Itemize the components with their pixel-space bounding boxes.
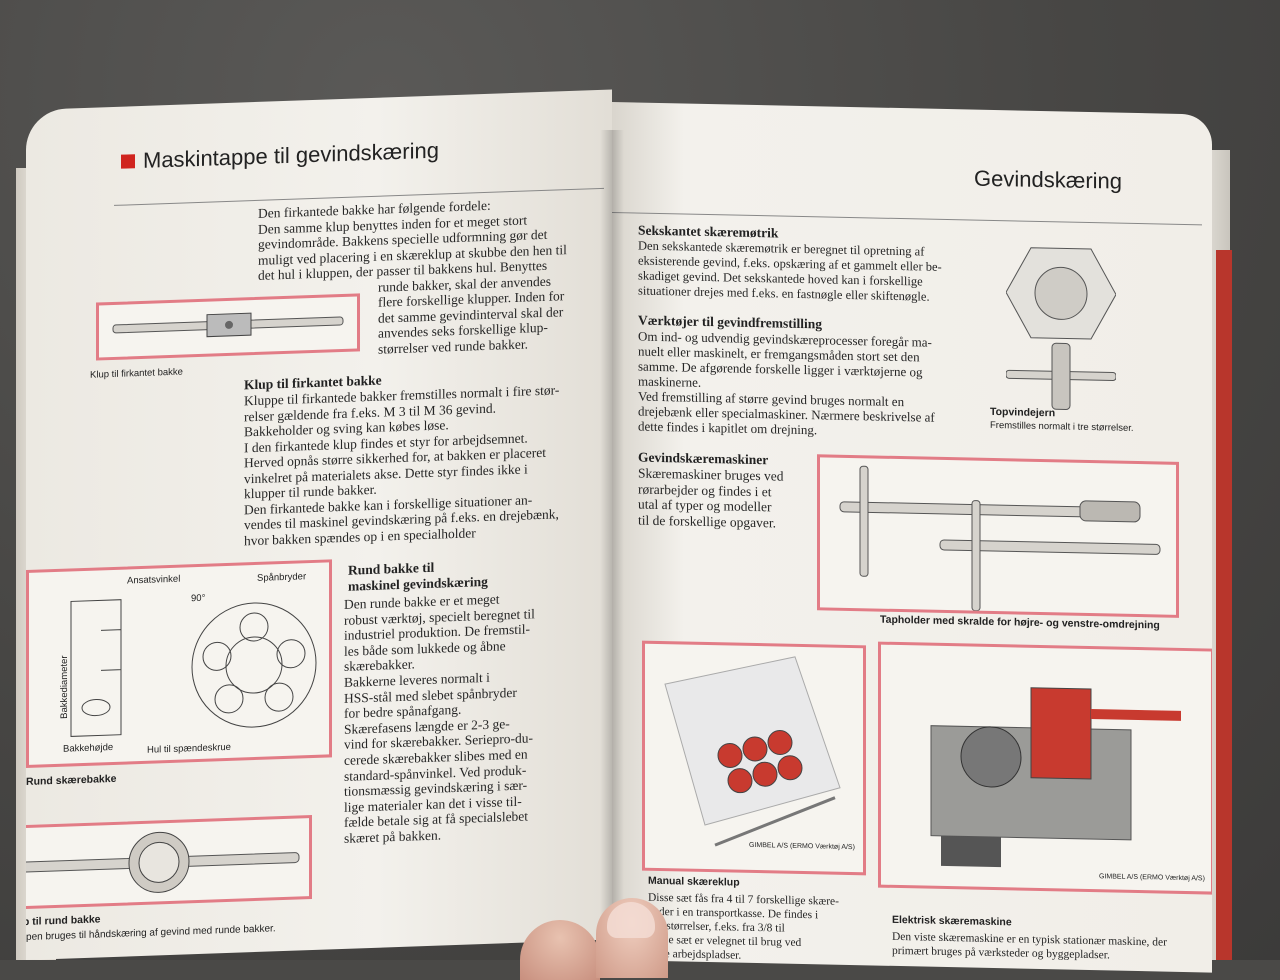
left-page-header: Maskintappe til gevindskæring	[121, 138, 439, 175]
right-page-title: Gevindskæring	[974, 165, 1122, 194]
figure-round-die-holder	[26, 815, 312, 910]
label-ansatsvinkel: Ansatsvinkel	[127, 573, 181, 587]
figure-square-die-holder	[96, 293, 360, 361]
electric-line: primært bruges på værksteder og bygge­pl…	[892, 944, 1110, 962]
round-die-holder-drawing	[26, 831, 300, 893]
right-s3-line: til de forskellige opgaver.	[638, 512, 776, 530]
label-angle: 90°	[191, 592, 206, 605]
electric-heading: Elektrisk skæremaskine	[892, 913, 1012, 929]
right-page: Gevindskæring Sekskantet skæremøtrik Den…	[612, 102, 1212, 973]
fig3-caption: Klup til rund bakke	[26, 913, 101, 929]
die-kit-case-drawing	[664, 656, 841, 847]
label-bakkehojde: Bakkehøjde	[63, 741, 114, 755]
left-page: Maskintappe til gevindskæring Den firkan…	[26, 89, 612, 960]
label-spanbryder: Spånbryder	[257, 571, 307, 584]
book-cover-edge	[1216, 250, 1232, 960]
hex-die-and-tap-wrench-drawing	[1006, 247, 1116, 411]
book-gutter	[600, 130, 624, 960]
die-holder-drawing	[112, 312, 344, 338]
electric-threading-machine-drawing	[930, 687, 1181, 868]
left-page-title: Maskintappe til gevindskæring	[143, 137, 439, 173]
manual-heading: Manual skæreklup	[648, 874, 740, 889]
topvindejern-caption: Topvindejern	[990, 405, 1056, 420]
figure-manual-die-kit: GIMBEL A/S (ERMO Værktøj A/S)	[642, 640, 866, 876]
figure-tap-holder	[817, 454, 1179, 618]
round-die-drawing	[70, 599, 317, 737]
figure-round-die: Ansatsvinkel Spånbryder 90° Bakkediamete…	[26, 559, 332, 768]
label-bakkediameter: Bakkediameter	[59, 655, 71, 720]
right-s2-line: dette findes i kapitlet om drejning.	[638, 418, 818, 438]
figure-electric-machine: GIMBEL A/S (ERMO Værktøj A/S)	[878, 641, 1212, 895]
red-square-marker-icon	[121, 154, 135, 169]
section2-line: skæret på bakken.	[344, 827, 442, 846]
fig2-caption: Rund skærebakke	[26, 772, 117, 788]
thumbnail	[607, 902, 655, 938]
tap-holder-drawing	[839, 465, 1161, 612]
fig1-caption: Klup til firkantet bakke	[90, 366, 183, 381]
topvindejern-subcaption: Fremstilles normalt i tre størrelser.	[990, 419, 1134, 434]
